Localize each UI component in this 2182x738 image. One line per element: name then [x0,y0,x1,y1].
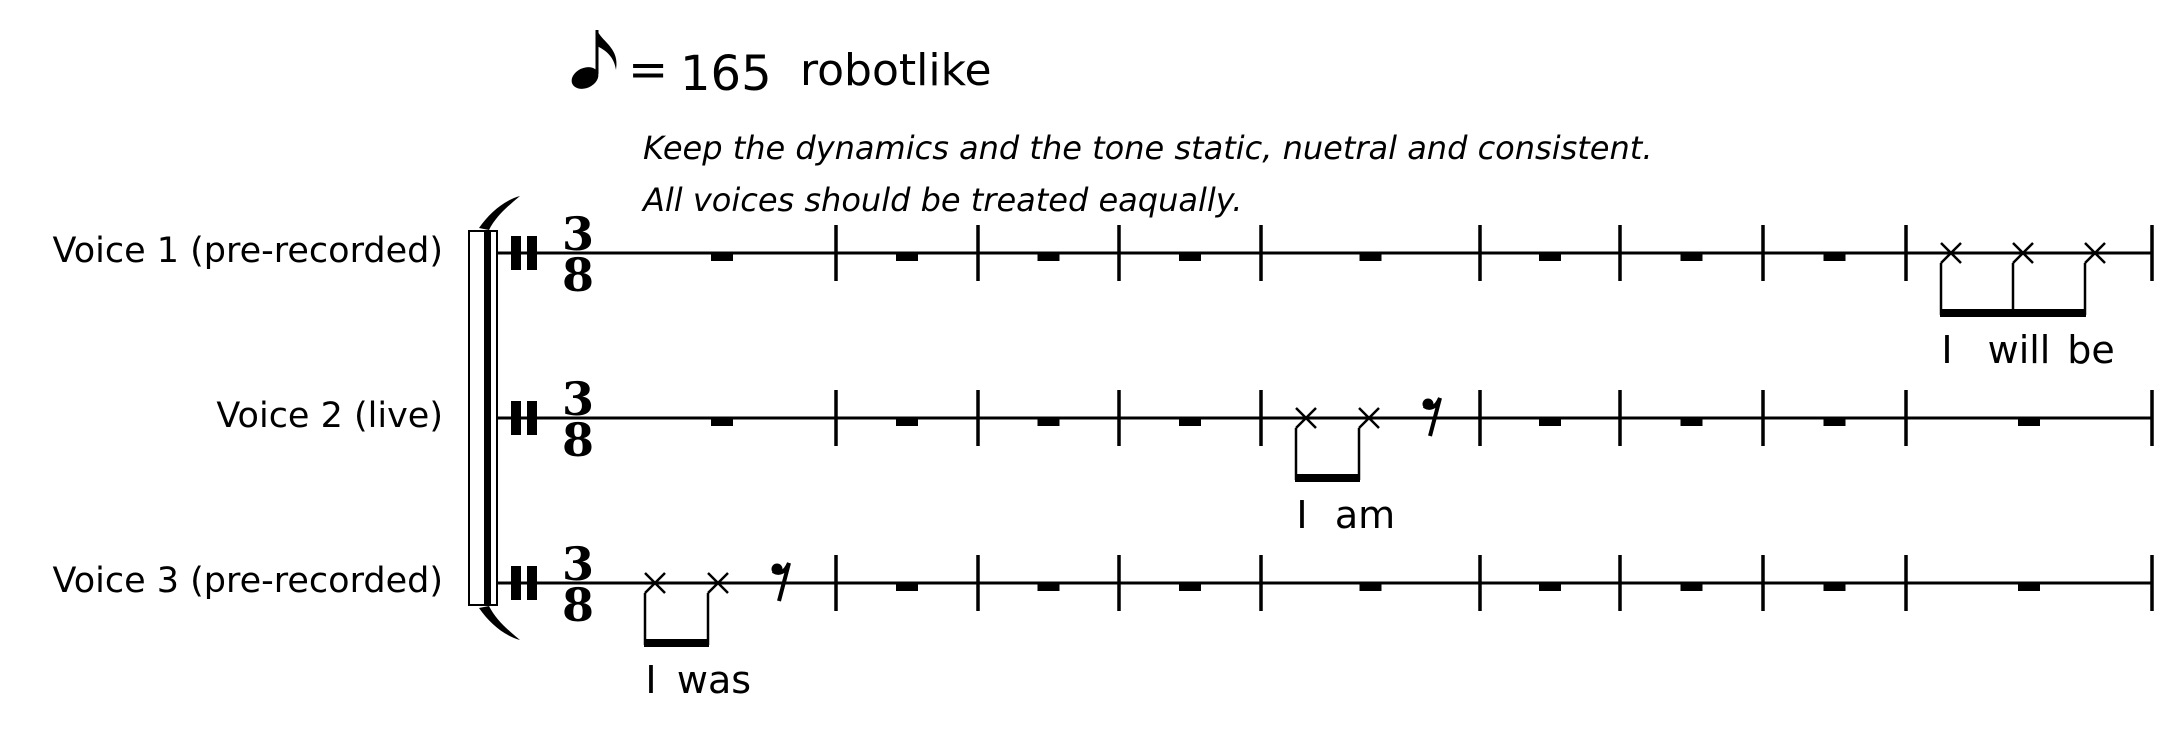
whole-rest [896,417,918,426]
measure [1823,417,1846,426]
lyric: I [1296,493,1307,537]
whole-rest [711,252,733,261]
lyric: am [1335,493,1395,537]
whole-rest [711,417,733,426]
x-notehead [1358,407,1380,429]
whole-rest [1823,417,1846,426]
x-notehead [2012,242,2034,264]
eighth-note-icon [571,30,617,89]
staff-label-voice-3: Voice 3 (pre-recorded) [52,561,443,601]
whole-rest [1037,582,1060,591]
time-signature-denominator: 8 [562,413,594,467]
whole-rest [1680,252,1703,261]
measure [1823,252,1846,261]
time-signature-numerator: 3 [562,372,594,426]
whole-rest [1179,252,1201,261]
expression-line-1: Keep the dynamics and the tone static, n… [643,129,1652,167]
x-notehead [707,572,729,594]
whole-rest [896,582,918,591]
beam [1940,309,2086,317]
measure [1037,582,1060,591]
measure [1680,252,1703,261]
measure [896,582,918,591]
lyric: I [645,658,656,702]
percussion-clef-icon [511,236,537,270]
lyric: was [677,658,751,702]
measure [2018,582,2040,591]
whole-rest [1539,252,1561,261]
lyric: I [1941,328,1952,372]
tempo-marking-text: robotlike [800,45,992,96]
x-notehead [1940,242,1962,264]
whole-rest [896,252,918,261]
x-notehead [644,572,666,594]
measure [1539,252,1561,261]
beam [1295,474,1360,482]
eighth-rest-icon [1422,397,1442,437]
whole-rest [1680,582,1703,591]
measure [2018,417,2040,426]
measure [1539,417,1561,426]
measure [1037,252,1060,261]
measure [711,417,733,426]
whole-rest [1179,417,1201,426]
measure [1179,252,1201,261]
tempo-marking: = 165 robotlike [571,30,992,102]
measure [1037,417,1060,426]
expression-line-2: All voices should be treated eaqually. [641,181,1242,219]
percussion-clef-icon [511,566,537,600]
whole-rest [1179,582,1201,591]
whole-rest [1823,252,1846,261]
tempo-bpm: 165 [680,46,772,102]
lyric: will [1988,328,2051,372]
time-signature-numerator: 3 [562,207,594,261]
percussion-clef-icon [511,401,537,435]
whole-rest [1539,417,1561,426]
whole-rest [1539,582,1561,591]
lyric: be [2067,328,2115,372]
measure [1179,417,1201,426]
whole-rest [1037,252,1060,261]
whole-rest [1680,417,1703,426]
whole-rest [1823,582,1846,591]
measure [1359,582,1382,591]
time-signature-denominator: 8 [562,578,594,632]
whole-rest [1037,417,1060,426]
whole-rest [2018,417,2040,426]
whole-rest [1359,252,1382,261]
measure [1823,582,1846,591]
beam [644,639,709,647]
measure [1539,582,1561,591]
measure [711,252,733,261]
eighth-rest-icon [771,562,791,602]
measure [1179,582,1201,591]
x-notehead [1295,407,1317,429]
staff-label-voice-2: Voice 2 (live) [216,396,443,436]
x-notehead [2084,242,2106,264]
measure [896,252,918,261]
measure [1359,252,1382,261]
staff-label-voice-1: Voice 1 (pre-recorded) [52,231,443,271]
tempo-equals: = [628,42,668,98]
measure [1680,417,1703,426]
whole-rest [2018,582,2040,591]
whole-rest [1359,582,1382,591]
measure [1680,582,1703,591]
measure [896,417,918,426]
time-signature-denominator: 8 [562,248,594,302]
time-signature-numerator: 3 [562,537,594,591]
